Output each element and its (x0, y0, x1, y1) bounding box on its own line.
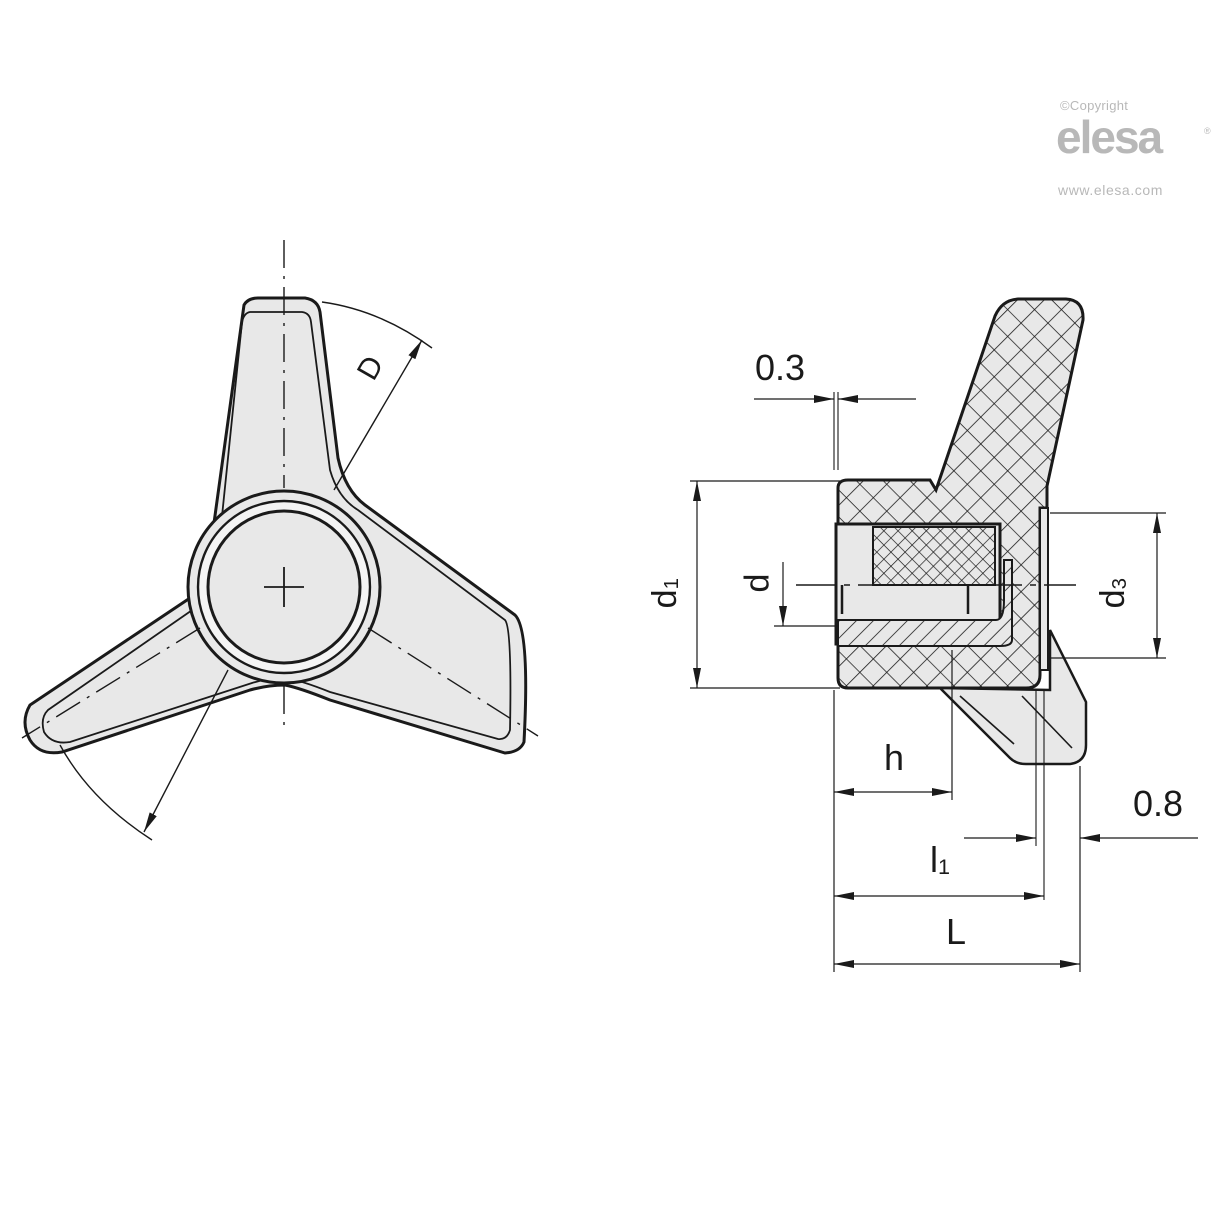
label-l1-main: l (930, 839, 938, 880)
label-d3-main: d (1093, 589, 1132, 609)
label-l1: l1 (930, 842, 950, 878)
centerline-right (367, 627, 539, 737)
label-l1-sub: 1 (938, 854, 951, 880)
label-d1: d1 (645, 578, 684, 609)
label-h: h (884, 737, 905, 778)
label-L: L (946, 911, 967, 952)
d-dimension-arc-bottom (59, 744, 153, 841)
insert-wall (837, 559, 1013, 647)
registered-mark: ® (1204, 126, 1211, 136)
copyright-text: ©Copyright (1060, 98, 1129, 113)
d-dimension-line-bottom (143, 669, 229, 833)
label-d1-main: d (645, 589, 684, 609)
section-view (690, 297, 1198, 972)
label-d3-sub: 3 (1108, 578, 1131, 590)
website-url: www.elesa.com (1058, 182, 1164, 198)
brand-logo: elesa (1056, 111, 1163, 163)
centerline-left (21, 627, 201, 739)
insert-thread-fine (872, 526, 996, 586)
label-gap-0.8: 0.8 (1133, 783, 1184, 824)
section-lower-lobe (936, 629, 1088, 766)
label-gap-0.3: 0.3 (755, 347, 806, 388)
d-dimension-line-top (333, 339, 423, 491)
front-view (21, 240, 539, 841)
label-d: d (738, 573, 777, 593)
label-d1-sub: 1 (660, 578, 683, 590)
d-dimension-arc-top (321, 301, 433, 349)
washer-plate (1039, 507, 1049, 671)
label-d3: d3 (1093, 578, 1132, 609)
